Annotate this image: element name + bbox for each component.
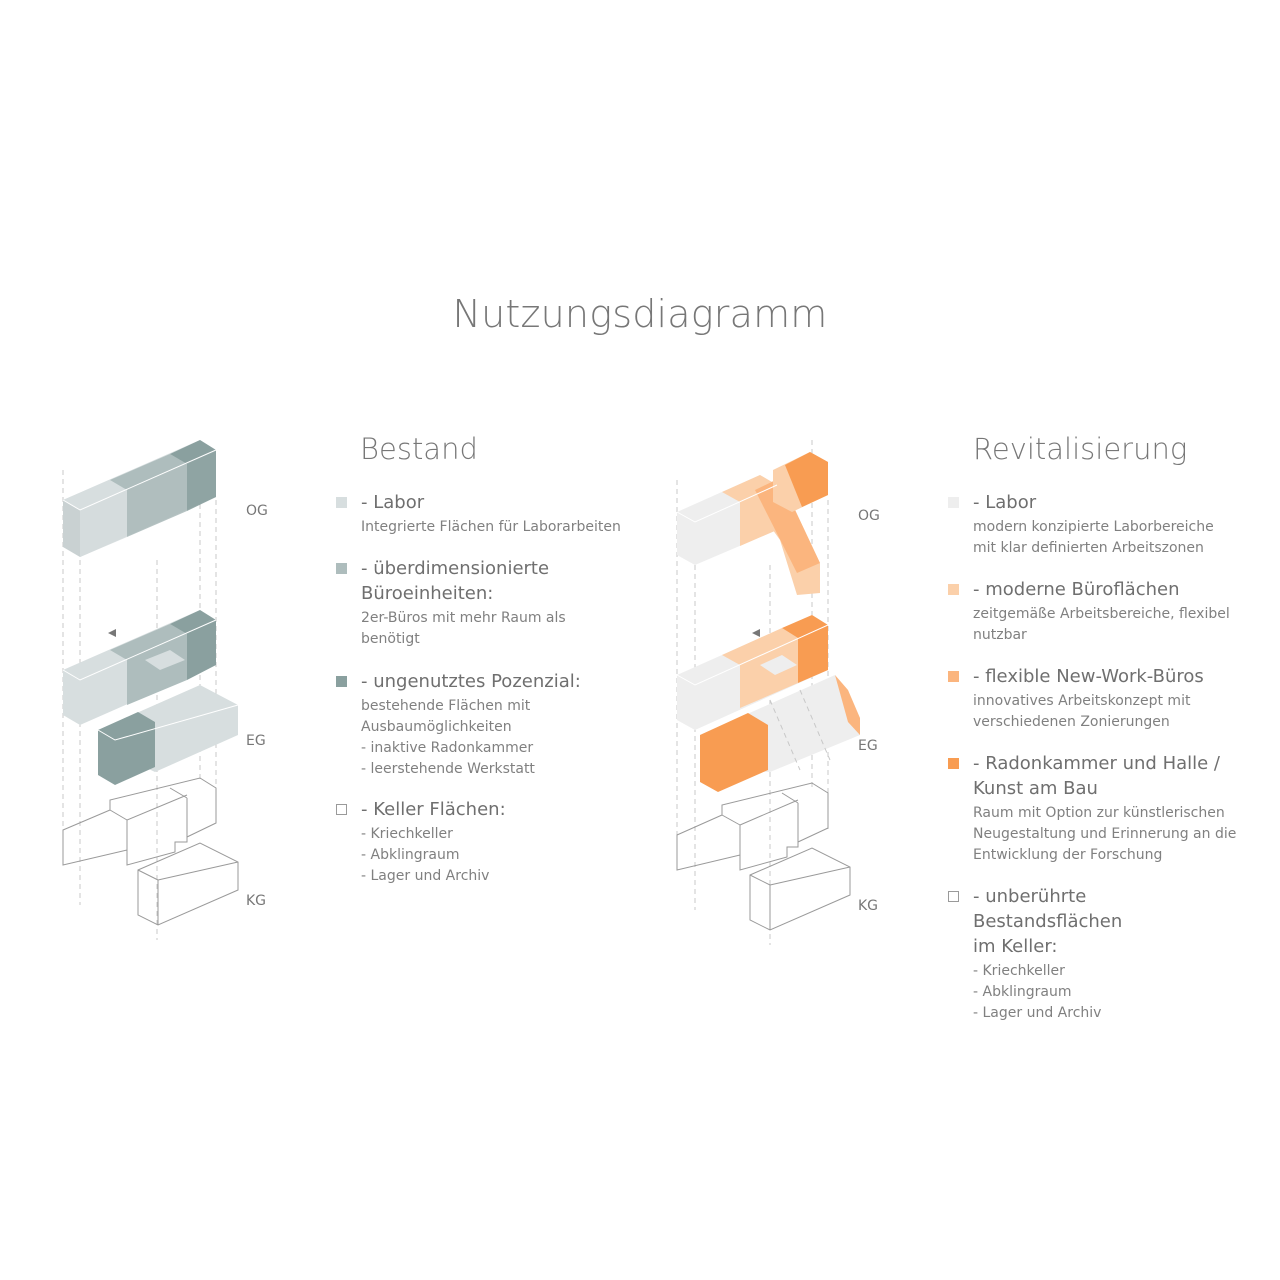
legend-desc: - Kriechkeller: [361, 826, 453, 842]
legend-item-revital-labor: - Labor modern konzipierte Laborbereiche…: [948, 490, 1238, 559]
legend-desc: - Kriechkeller: [973, 963, 1065, 979]
swatch-icon: [336, 676, 347, 687]
revital-og-label: OG: [858, 508, 880, 524]
swatch-icon: [948, 497, 959, 508]
swatch-icon: [948, 584, 959, 595]
legend-desc: nutzbar: [973, 627, 1027, 643]
legend-desc: Neugestaltung und Erinnerung an die: [973, 826, 1237, 842]
legend-title: - Labor: [973, 492, 1037, 513]
legend-item-revital-keller: - unberührte Bestandsflächen im Keller: …: [948, 884, 1238, 1024]
legend-desc: 2er-Büros mit mehr Raum als: [361, 610, 566, 626]
legend-desc: zeitgemäße Arbeitsbereiche, flexibel: [973, 606, 1230, 622]
revital-kg-label: KG: [858, 898, 878, 914]
legend-desc: mit klar definierten Arbeitszonen: [973, 540, 1204, 556]
revital-eg-floor: [676, 615, 860, 792]
legend-item-revital-buero: - moderne Büroflächen zeitgemäße Arbeits…: [948, 577, 1238, 646]
legend-title: - Radonkammer und Halle /: [973, 753, 1220, 774]
bestand-og-floor: [62, 440, 217, 557]
legend-desc: - leerstehende Werkstatt: [361, 761, 535, 777]
bestand-title: Bestand: [360, 432, 478, 466]
legend-title: im Keller:: [973, 936, 1058, 957]
swatch-icon: [336, 497, 347, 508]
legend-title: - moderne Büroflächen: [973, 579, 1180, 600]
swatch-icon: [948, 758, 959, 769]
legend-item-bestand-buero: - überdimensionierte Büroeinheiten: 2er-…: [336, 556, 626, 650]
legend-title: Büroeinheiten:: [361, 583, 494, 604]
legend-title: - flexible New-Work-Büros: [973, 666, 1204, 687]
swatch-icon: [948, 671, 959, 682]
revital-kg-floor: [676, 782, 851, 931]
legend-desc: Entwicklung der Forschung: [973, 847, 1163, 863]
bestand-kg-floor: [62, 777, 239, 926]
legend-title: - unberührte Bestandsflächen: [973, 886, 1123, 932]
revital-og-floor: [676, 452, 828, 595]
legend-desc: - Abklingraum: [361, 847, 460, 863]
entrance-arrow-icon: [108, 629, 116, 637]
legend-desc: - Lager und Archiv: [973, 1005, 1102, 1021]
legend-desc: Ausbaumöglichkeiten: [361, 719, 512, 735]
swatch-icon: [336, 804, 347, 815]
legend-desc: bestehende Flächen mit: [361, 698, 531, 714]
bestand-kg-label: KG: [246, 893, 266, 909]
swatch-icon: [948, 891, 959, 902]
swatch-icon: [336, 563, 347, 574]
revital-entrance-arrow-icon: [752, 629, 760, 637]
legend-title: - ungenutztes Pozenzial:: [361, 671, 581, 692]
legend-desc: - inaktive Radonkammer: [361, 740, 534, 756]
legend-desc: verschiedenen Zonierungen: [973, 714, 1170, 730]
legend-desc: benötigt: [361, 631, 420, 647]
legend-item-bestand-potenzial: - ungenutztes Pozenzial: bestehende Fläc…: [336, 669, 626, 780]
legend-desc: modern konzipierte Laborbereiche: [973, 519, 1214, 535]
legend-desc: Integrierte Flächen für Laborarbeiten: [361, 519, 621, 535]
revitalisierung-diagram: OG EG KG: [676, 440, 880, 945]
bestand-eg-floor: [62, 610, 239, 785]
legend-title: - Labor: [361, 492, 425, 513]
legend-item-revital-radon: - Radonkammer und Halle / Kunst am Bau R…: [948, 751, 1238, 866]
legend-item-revital-newwork: - flexible New-Work-Büros innovatives Ar…: [948, 664, 1238, 733]
revital-eg-label: EG: [858, 738, 878, 754]
bestand-eg-label: EG: [246, 733, 266, 749]
legend-title: - Keller Flächen:: [361, 799, 506, 820]
legend-desc: - Abklingraum: [973, 984, 1072, 1000]
legend-item-bestand-labor: - Labor Integrierte Flächen für Laborarb…: [336, 490, 626, 538]
legend-desc: - Lager und Archiv: [361, 868, 490, 884]
page-title: Nutzungsdiagramm: [452, 292, 828, 336]
legend-desc: innovatives Arbeitskonzept mit: [973, 693, 1191, 709]
bestand-og-label: OG: [246, 503, 268, 519]
legend-desc: Raum mit Option zur künstlerischen: [973, 805, 1225, 821]
legend-title: Kunst am Bau: [973, 778, 1098, 799]
legend-title: - überdimensionierte: [361, 558, 550, 579]
revitalisierung-title: Revitalisierung: [973, 432, 1188, 466]
legend-item-bestand-keller: - Keller Flächen: - Kriechkeller - Abkli…: [336, 797, 626, 887]
bestand-diagram: OG EG KG: [62, 440, 268, 940]
